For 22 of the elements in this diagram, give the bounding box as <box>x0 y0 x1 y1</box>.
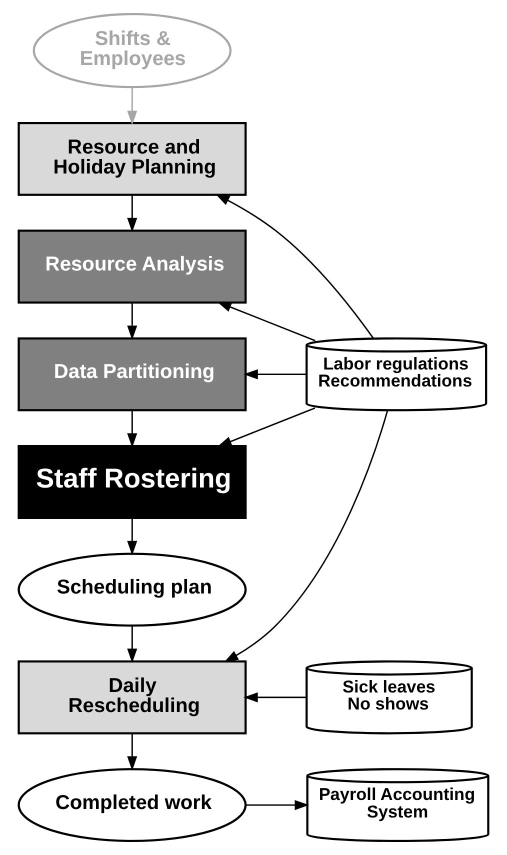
node-box: Staff Rostering <box>18 445 247 519</box>
arrow <box>215 194 374 339</box>
node-box: Resource Analysis <box>18 230 247 304</box>
arrow <box>127 626 138 663</box>
arrow <box>246 800 310 810</box>
arrow <box>244 369 306 380</box>
arrow <box>127 87 138 126</box>
arrow <box>224 410 388 662</box>
node-ellipse: Shifts & Employees <box>32 13 232 88</box>
node-ellipse: Completed work <box>18 768 247 842</box>
node-box: Resource and Holiday Planning <box>18 122 247 196</box>
arrow <box>127 518 138 556</box>
arrow <box>127 410 138 448</box>
arrow <box>127 302 138 340</box>
arrow <box>217 407 316 447</box>
node-box: Data Partitioning <box>18 337 247 412</box>
node-ellipse: Scheduling plan <box>18 552 247 627</box>
arrow <box>127 195 138 232</box>
arrow <box>127 734 138 771</box>
arrow <box>217 302 316 342</box>
node-box: Daily Rescheduling <box>18 660 247 734</box>
arrow <box>243 692 306 702</box>
